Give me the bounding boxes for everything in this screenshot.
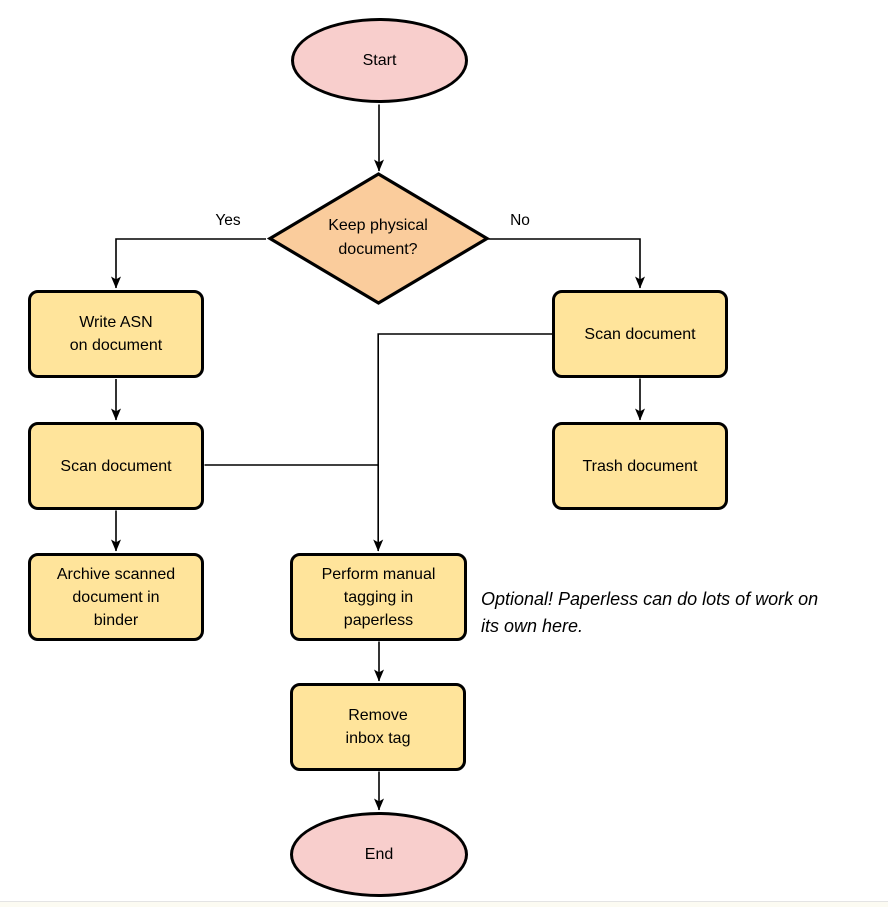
page-bottom-edge — [0, 901, 888, 907]
node-start: Start — [291, 18, 468, 103]
node-scan-document-left: Scan document — [28, 422, 204, 510]
node-end: End — [290, 812, 468, 897]
edge-label-no: No — [510, 212, 530, 229]
node-remove-inbox-tag: Remove inbox tag — [290, 683, 466, 771]
note-text: Optional! Paperless can do lots of work … — [481, 589, 819, 636]
edge-decision-yes — [111, 238, 266, 289]
node-write-asn: Write ASN on document — [28, 290, 204, 378]
edge-label-yes: Yes — [215, 212, 241, 229]
node-scan-document-right: Scan document — [552, 290, 728, 378]
node-decision: Keep physical document? — [328, 217, 428, 258]
node-trash-document: Trash document — [552, 422, 728, 510]
edge-decision-no — [488, 238, 645, 289]
node-archive-document: Archive scanned document in binder — [28, 553, 204, 641]
decision-diamond-shape — [266, 172, 491, 305]
edge-scanright-tagging — [373, 333, 552, 552]
node-manual-tagging: Perform manual tagging in paperless — [290, 553, 467, 641]
